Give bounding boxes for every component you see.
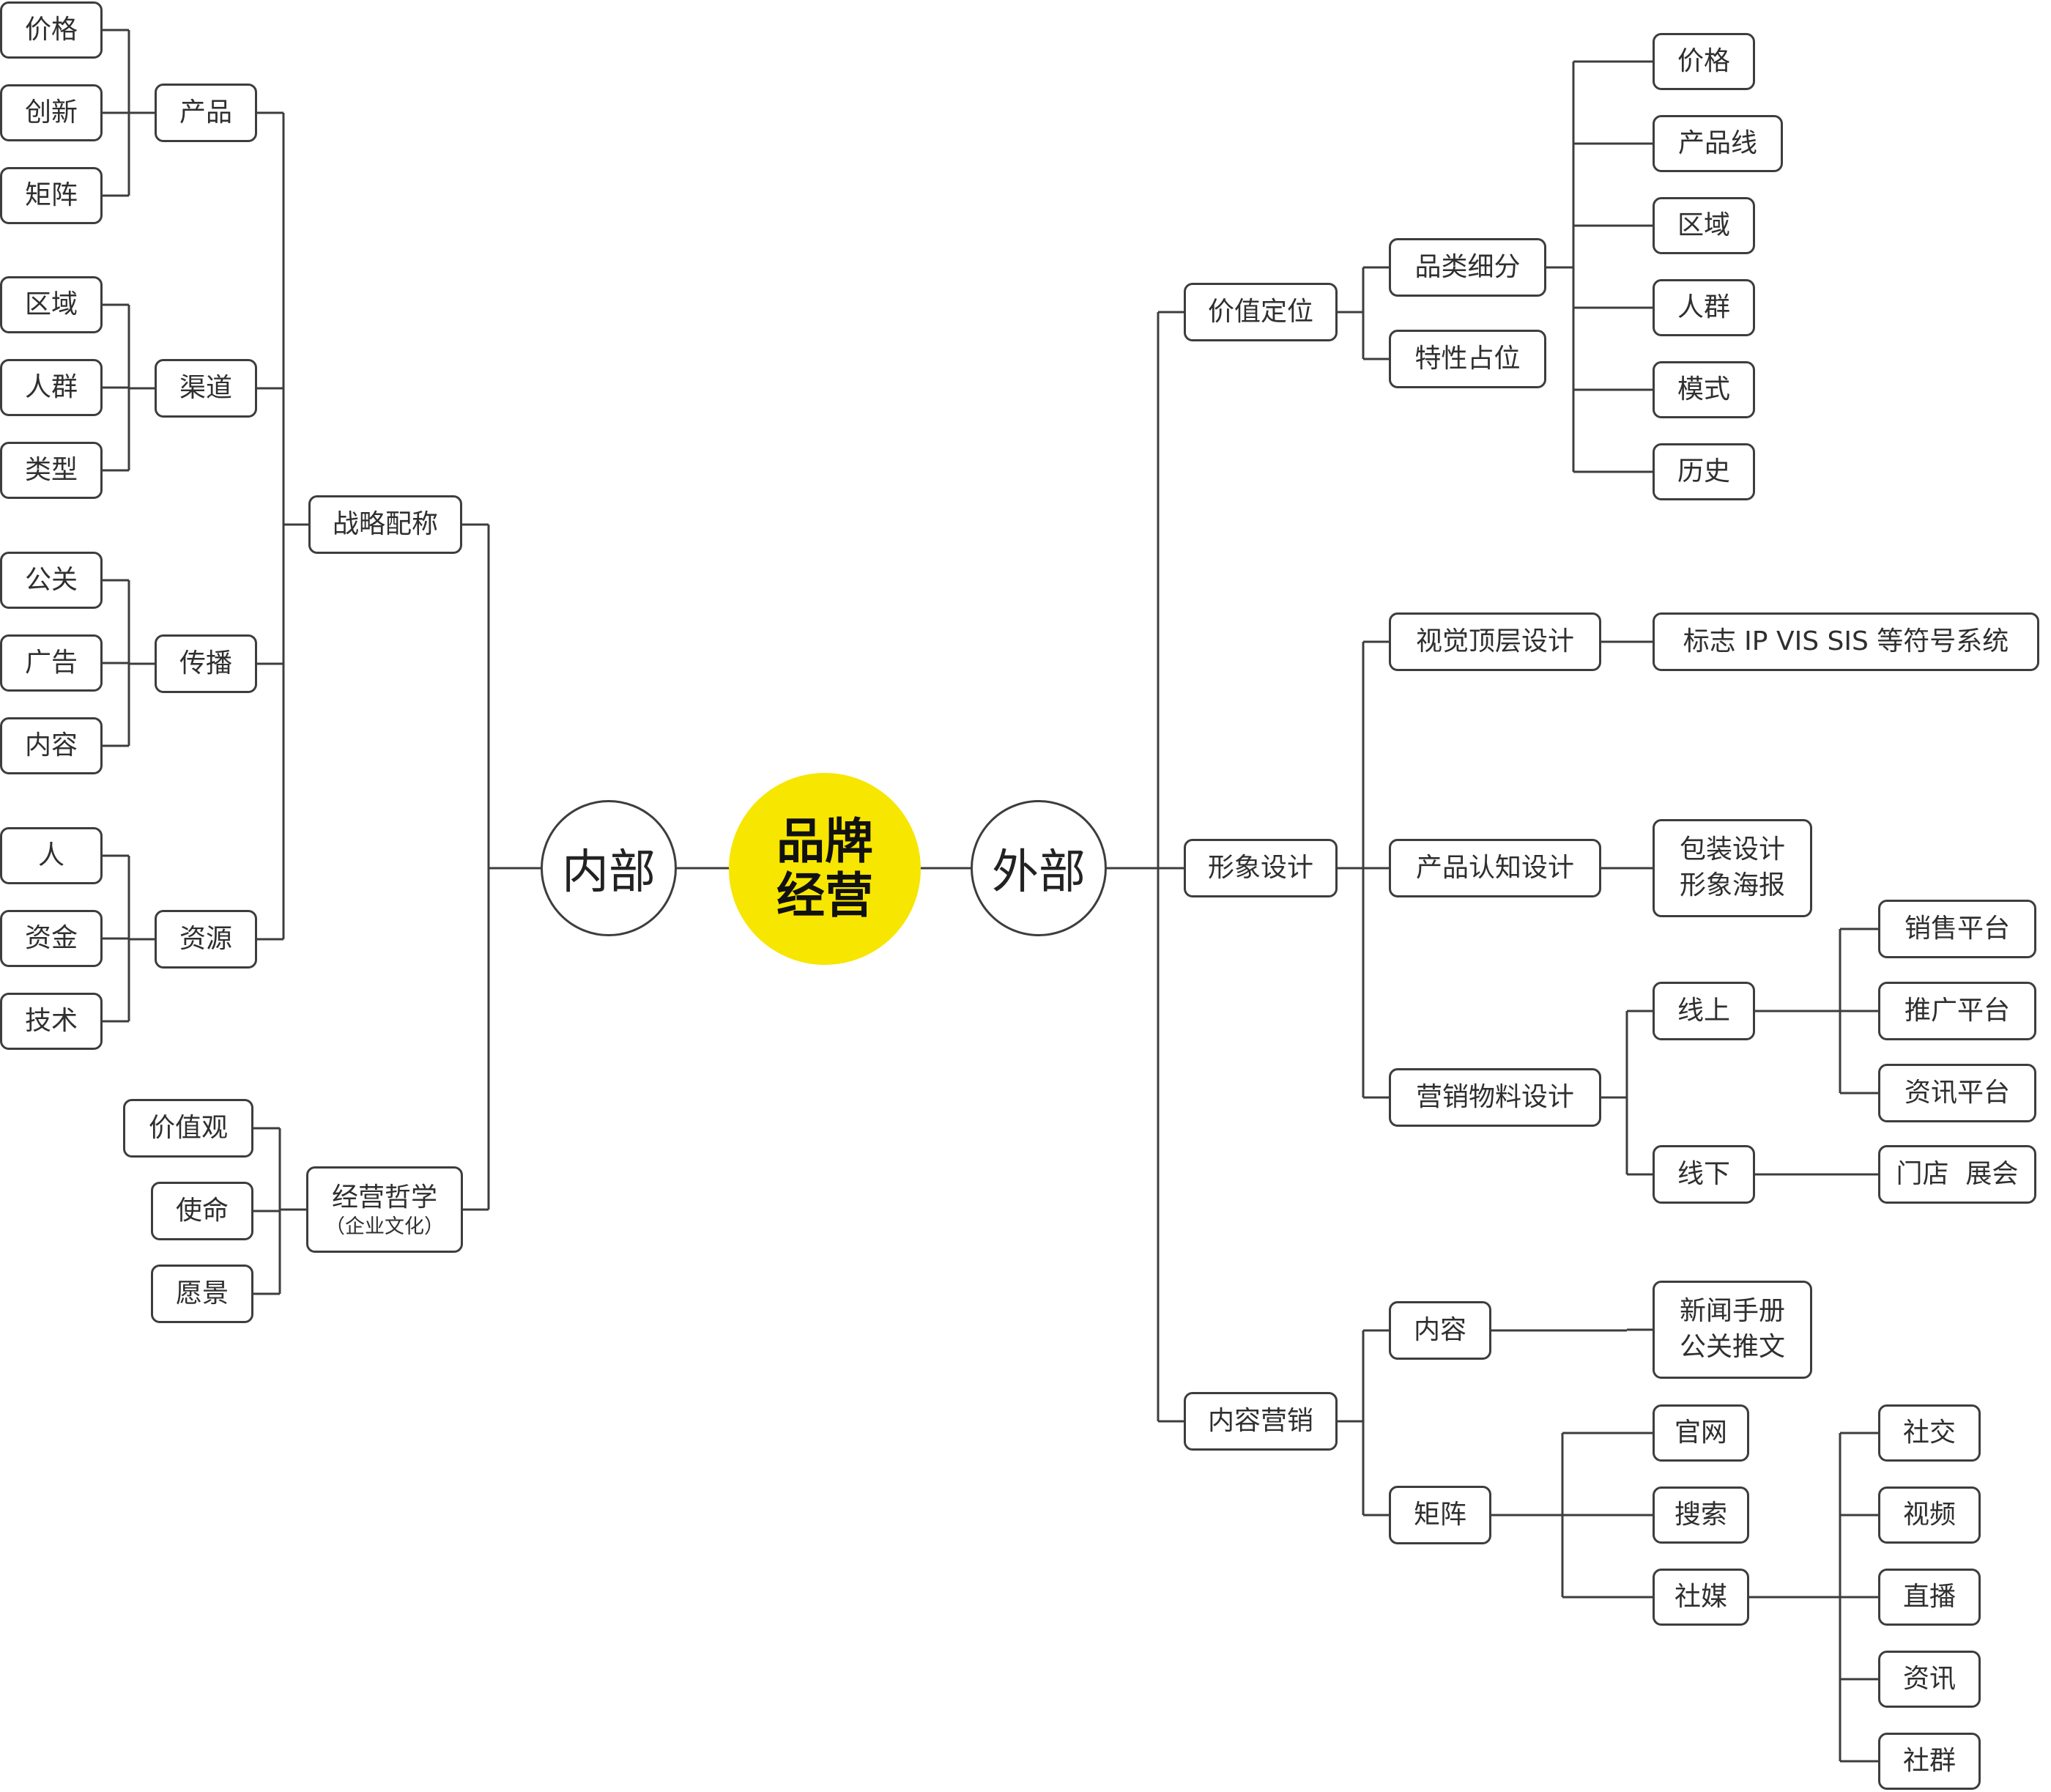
hub-node-internal: 内部 — [541, 800, 677, 936]
leaf-news-platform: 资讯平台 — [1878, 1064, 2036, 1122]
leaf-category-region: 区域 — [1653, 197, 1755, 254]
leaf-symbol-system: 标志 IP VIS SIS 等符号系统 — [1653, 612, 2039, 671]
leaf-resources-technology: 技术 — [0, 993, 103, 1050]
node-communication: 传播 — [155, 634, 257, 693]
leaf-search: 搜索 — [1653, 1486, 1749, 1544]
hub-node-external: 外部 — [971, 800, 1107, 936]
leaf-channel-crowd: 人群 — [0, 359, 103, 416]
leaf-video: 视频 — [1878, 1486, 1981, 1544]
node-value-positioning: 价值定位 — [1184, 283, 1338, 341]
node-offline: 线下 — [1653, 1145, 1755, 1204]
leaf-sales-platform: 销售平台 — [1878, 900, 2036, 958]
node-product: 产品 — [155, 84, 257, 142]
leaf-values: 价值观 — [123, 1099, 253, 1158]
center-label-line2: 经营 — [776, 867, 873, 924]
node-channel: 渠道 — [155, 359, 257, 418]
leaf-communication-pr: 公关 — [0, 552, 103, 609]
leaf-communication-content: 内容 — [0, 717, 103, 774]
leaf-product-matrix: 矩阵 — [0, 167, 103, 224]
leaf-category-product-line: 产品线 — [1653, 115, 1783, 172]
leaf-category-history: 历史 — [1653, 443, 1755, 500]
leaf-communication-ads: 广告 — [0, 634, 103, 692]
node-content-marketing: 内容营销 — [1184, 1392, 1338, 1451]
leaf-news-handbook: 新闻手册 — [1679, 1296, 1785, 1327]
node-strategy-fit: 战略配称 — [308, 495, 462, 554]
leaf-news: 资讯 — [1878, 1651, 1981, 1708]
leaf-category-price: 价格 — [1653, 33, 1755, 90]
leaf-product-innovation: 创新 — [0, 84, 103, 141]
node-social-media: 社媒 — [1653, 1569, 1749, 1626]
node-business-philosophy-sub: （企业文化） — [325, 1215, 444, 1239]
leaf-mission: 使命 — [151, 1182, 253, 1240]
leaf-pr-posts: 公关推文 — [1679, 1332, 1785, 1362]
leaf-packaging-poster: 包装设计 形象海报 — [1653, 819, 1812, 917]
node-image-design: 形象设计 — [1184, 839, 1338, 897]
leaf-store-exhibition: 门店 展会 — [1878, 1145, 2036, 1204]
leaf-category-crowd: 人群 — [1653, 279, 1755, 336]
leaf-packaging-design: 包装设计 — [1679, 834, 1785, 865]
node-category-segmentation: 品类细分 — [1389, 238, 1546, 297]
leaf-category-model: 模式 — [1653, 361, 1755, 418]
node-online: 线上 — [1653, 982, 1755, 1040]
leaf-social: 社交 — [1878, 1404, 1981, 1462]
node-business-philosophy: 经营哲学 （企业文化） — [306, 1166, 463, 1253]
center-node-brand-operation: 品牌 经营 — [729, 773, 921, 965]
node-marketing-material-design: 营销物料设计 — [1389, 1068, 1601, 1127]
node-business-philosophy-label: 经营哲学 — [331, 1182, 437, 1212]
leaf-product-price: 价格 — [0, 1, 103, 59]
center-label-line1: 品牌 — [776, 813, 873, 870]
leaf-resources-capital: 资金 — [0, 910, 103, 967]
leaf-resources-people: 人 — [0, 827, 103, 884]
node-matrix: 矩阵 — [1389, 1486, 1491, 1544]
leaf-vision: 愿景 — [151, 1265, 253, 1323]
leaf-official-site: 官网 — [1653, 1404, 1749, 1462]
node-trait-occupation: 特性占位 — [1389, 330, 1546, 388]
leaf-channel-region: 区域 — [0, 276, 103, 333]
leaf-community: 社群 — [1878, 1733, 1981, 1790]
leaf-live-stream: 直播 — [1878, 1569, 1981, 1626]
leaf-promotion-platform: 推广平台 — [1878, 982, 2036, 1040]
leaf-news-pr: 新闻手册 公关推文 — [1653, 1281, 1812, 1379]
node-product-cognition-design: 产品认知设计 — [1389, 839, 1601, 897]
leaf-image-poster: 形象海报 — [1679, 870, 1785, 900]
node-visual-top-design: 视觉顶层设计 — [1389, 612, 1601, 671]
leaf-channel-type: 类型 — [0, 442, 103, 499]
node-content: 内容 — [1389, 1301, 1491, 1360]
node-resources: 资源 — [155, 910, 257, 969]
